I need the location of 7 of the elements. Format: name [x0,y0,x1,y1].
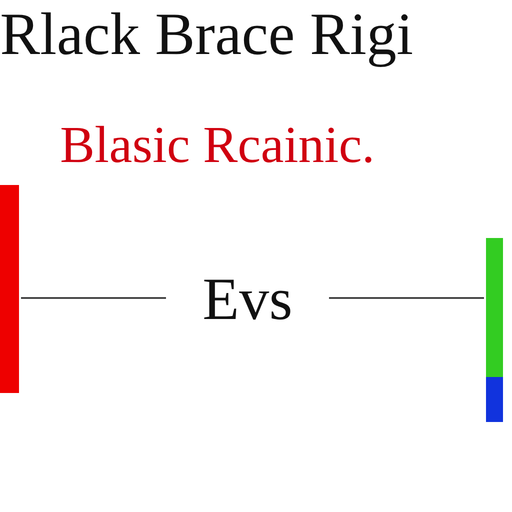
connector-line [21,297,166,299]
title: Rlack Brace Rigi [0,2,414,66]
bar-marker [486,238,503,422]
connector-line [329,297,484,299]
bar-marker [0,185,19,393]
node-text: Evs [180,268,315,330]
subtitle: Blasic Rcainic. [60,118,375,174]
